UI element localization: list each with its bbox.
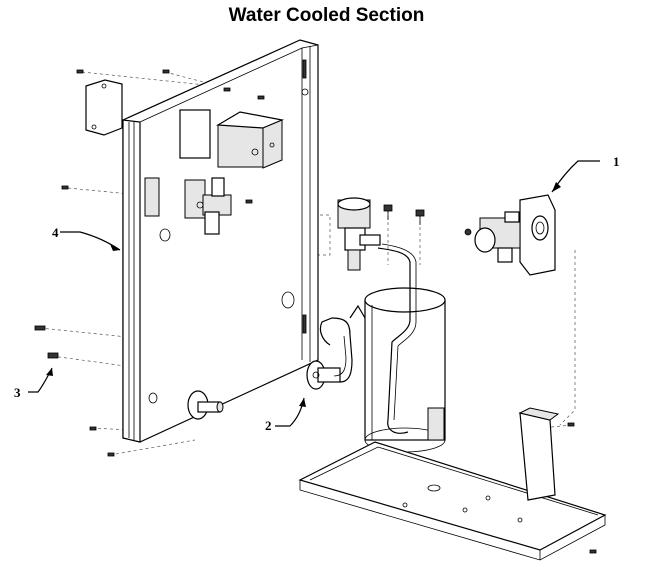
mounting-bolts (383, 204, 425, 225)
condenser-coil (364, 287, 446, 453)
screws (34, 69, 597, 554)
base-pan (298, 407, 607, 561)
callout-leaders (28, 160, 600, 427)
diagram-title: Water Cooled Section (228, 5, 425, 26)
solenoid-valve (337, 197, 381, 271)
callout-2: 2 (265, 418, 272, 433)
water-regulating-valve (464, 194, 556, 276)
inlet-water-valve (184, 177, 232, 235)
callout-3: 3 (14, 385, 21, 400)
callout-4: 4 (52, 225, 59, 240)
drain-fitting (187, 390, 224, 420)
water-tubing (319, 243, 417, 434)
cover-plate (85, 79, 123, 136)
back-panel (122, 39, 319, 443)
callout-1: 1 (613, 154, 620, 169)
mounting-bracket (306, 360, 341, 390)
